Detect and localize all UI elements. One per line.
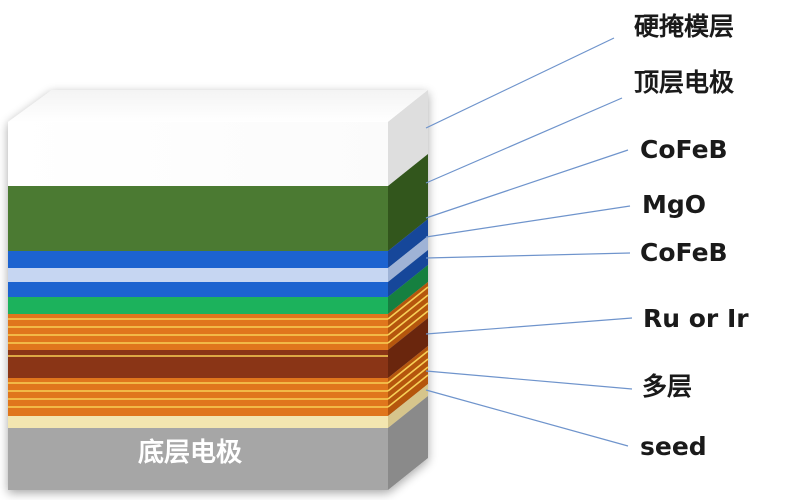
label-ru-or-ir: Ru or Ir [643, 304, 749, 333]
leader-line-multilayer [425, 370, 633, 390]
leader-line-seed [425, 389, 629, 447]
leader-line-cofeb-top [425, 149, 629, 219]
seed-side [388, 384, 428, 428]
multilayer-upper-side [388, 282, 428, 350]
bottom-electrode-label: 底层电极 [138, 438, 243, 468]
cofeb-top-side [388, 219, 428, 268]
leader-lines [425, 37, 633, 447]
label-cofeb-bottom: CoFeB [640, 238, 728, 267]
multilayer-stripes [8, 286, 429, 408]
leader-line-ru-ir [425, 317, 633, 335]
leader-line-cofeb-bottom [425, 252, 631, 259]
hard-mask-top-face [8, 90, 428, 122]
label-cofeb-top: CoFeB [640, 135, 728, 164]
bottom-electrode-side [388, 396, 428, 490]
label-multilayer: 多层 [642, 372, 693, 401]
bottom-electrode-front [8, 428, 388, 490]
leader-line-top-electrode [425, 97, 623, 184]
leader-line-mgo [425, 205, 631, 238]
hard-mask-front [8, 122, 388, 186]
ru-ir-side [388, 265, 428, 314]
mgo-side [388, 236, 428, 282]
dark-stripe-side [388, 318, 428, 378]
top-electrode-side [388, 154, 428, 251]
cofeb-bottom-side [388, 250, 428, 297]
seed-front [8, 416, 388, 428]
ru-ir-front [8, 297, 388, 314]
label-seed: seed [640, 432, 707, 461]
leader-line-hard-mask [425, 37, 615, 129]
mgo-front [8, 268, 388, 282]
label-mgo: MgO [642, 190, 707, 219]
top-electrode-front [8, 186, 388, 251]
cofeb-top-front [8, 251, 388, 268]
label-hard-mask: 硬掩模层 [634, 12, 735, 41]
multilayer-upper-front [8, 314, 388, 350]
cofeb-bottom-front [8, 282, 388, 297]
dark-stripe-front [8, 350, 388, 378]
multilayer-lower-front [8, 378, 388, 416]
label-top-electrode: 顶层电极 [634, 68, 735, 97]
